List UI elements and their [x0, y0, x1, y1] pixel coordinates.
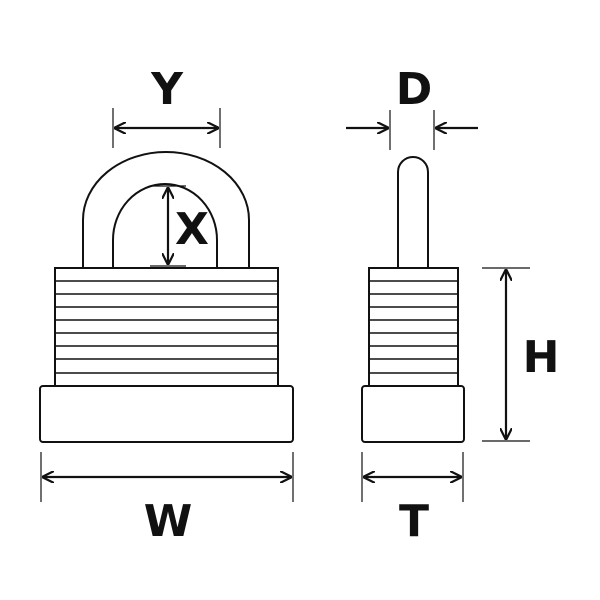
side-base [361, 385, 465, 443]
dimension-w: W [40, 452, 294, 547]
dimension-h-label: H [523, 332, 560, 383]
side-body-ribs [369, 280, 458, 374]
dimension-t-label: T [399, 496, 429, 547]
front-view [39, 151, 294, 443]
side-body [368, 267, 459, 387]
dimension-h: H [482, 267, 560, 442]
dimension-d: D [346, 64, 478, 150]
dimension-y: Y [112, 64, 221, 148]
dimension-d-label: D [396, 64, 433, 115]
dimension-t: T [361, 452, 464, 547]
front-shackle [82, 151, 250, 268]
front-base [39, 385, 294, 443]
side-shackle [397, 156, 429, 268]
side-view [361, 156, 465, 443]
front-body-ribs [55, 280, 278, 374]
dimension-y-label: Y [150, 64, 184, 115]
dimension-x: X [150, 185, 209, 267]
dimension-w-label: W [144, 496, 193, 547]
front-body [54, 267, 279, 387]
dimension-x-label: X [175, 204, 209, 255]
